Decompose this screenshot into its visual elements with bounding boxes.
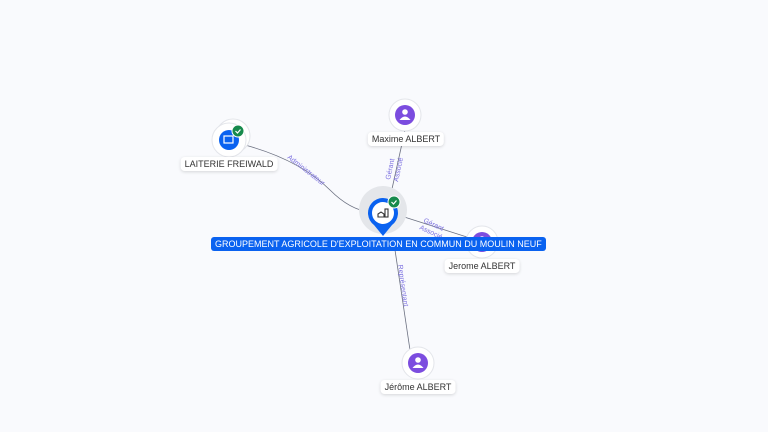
edge-label-gerant-maxime: Gérant [385,158,396,180]
edge-label-representant: Représentant [396,264,409,307]
edge-label-administrateur: Administrateur [286,154,326,188]
node-laiterie[interactable] [211,118,251,158]
node-maxime[interactable] [388,98,422,132]
verified-icon [231,124,245,138]
farm-building-icon [377,208,389,218]
building-icon [223,135,234,144]
node-jerome-accent[interactable] [401,346,435,380]
verified-icon [387,195,401,209]
node-label-laiterie[interactable]: LAITERIE FREIWALD [180,157,278,171]
edge-label-associe-maxime: Associé [393,157,405,183]
node-center[interactable] [359,186,407,236]
node-label-jerome[interactable]: Jerome ALBERT [444,259,520,273]
edge-jerome [397,214,471,239]
edge-laiterie [244,144,371,213]
node-label-maxime[interactable]: Maxime ALBERT [367,132,445,146]
node-label-jerome-accent[interactable]: Jérôme ALBERT [380,380,456,394]
person-icon [412,357,424,368]
center-node-label[interactable]: GROUPEMENT AGRICOLE D'EXPLOITATION EN CO… [211,237,546,251]
person-icon [399,109,411,120]
edge-jerome2 [394,249,411,351]
